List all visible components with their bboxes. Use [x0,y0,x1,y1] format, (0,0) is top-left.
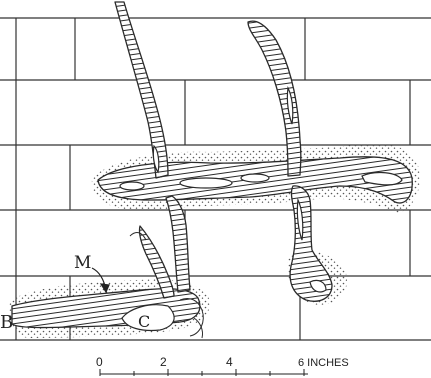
scale-tick-4: 4 [226,355,233,369]
tunnel-galleries [12,2,412,328]
scale-tick-0: 0 [96,355,103,369]
label-m: M [74,253,91,273]
scale-bar: 0 2 4 6 INCHES [96,355,349,376]
scale-tick-2: 2 [160,355,167,369]
label-c: C [138,312,150,331]
scale-tick-6: 6 INCHES [298,357,349,369]
label-b: B [0,312,13,333]
left-shaft [115,2,168,178]
